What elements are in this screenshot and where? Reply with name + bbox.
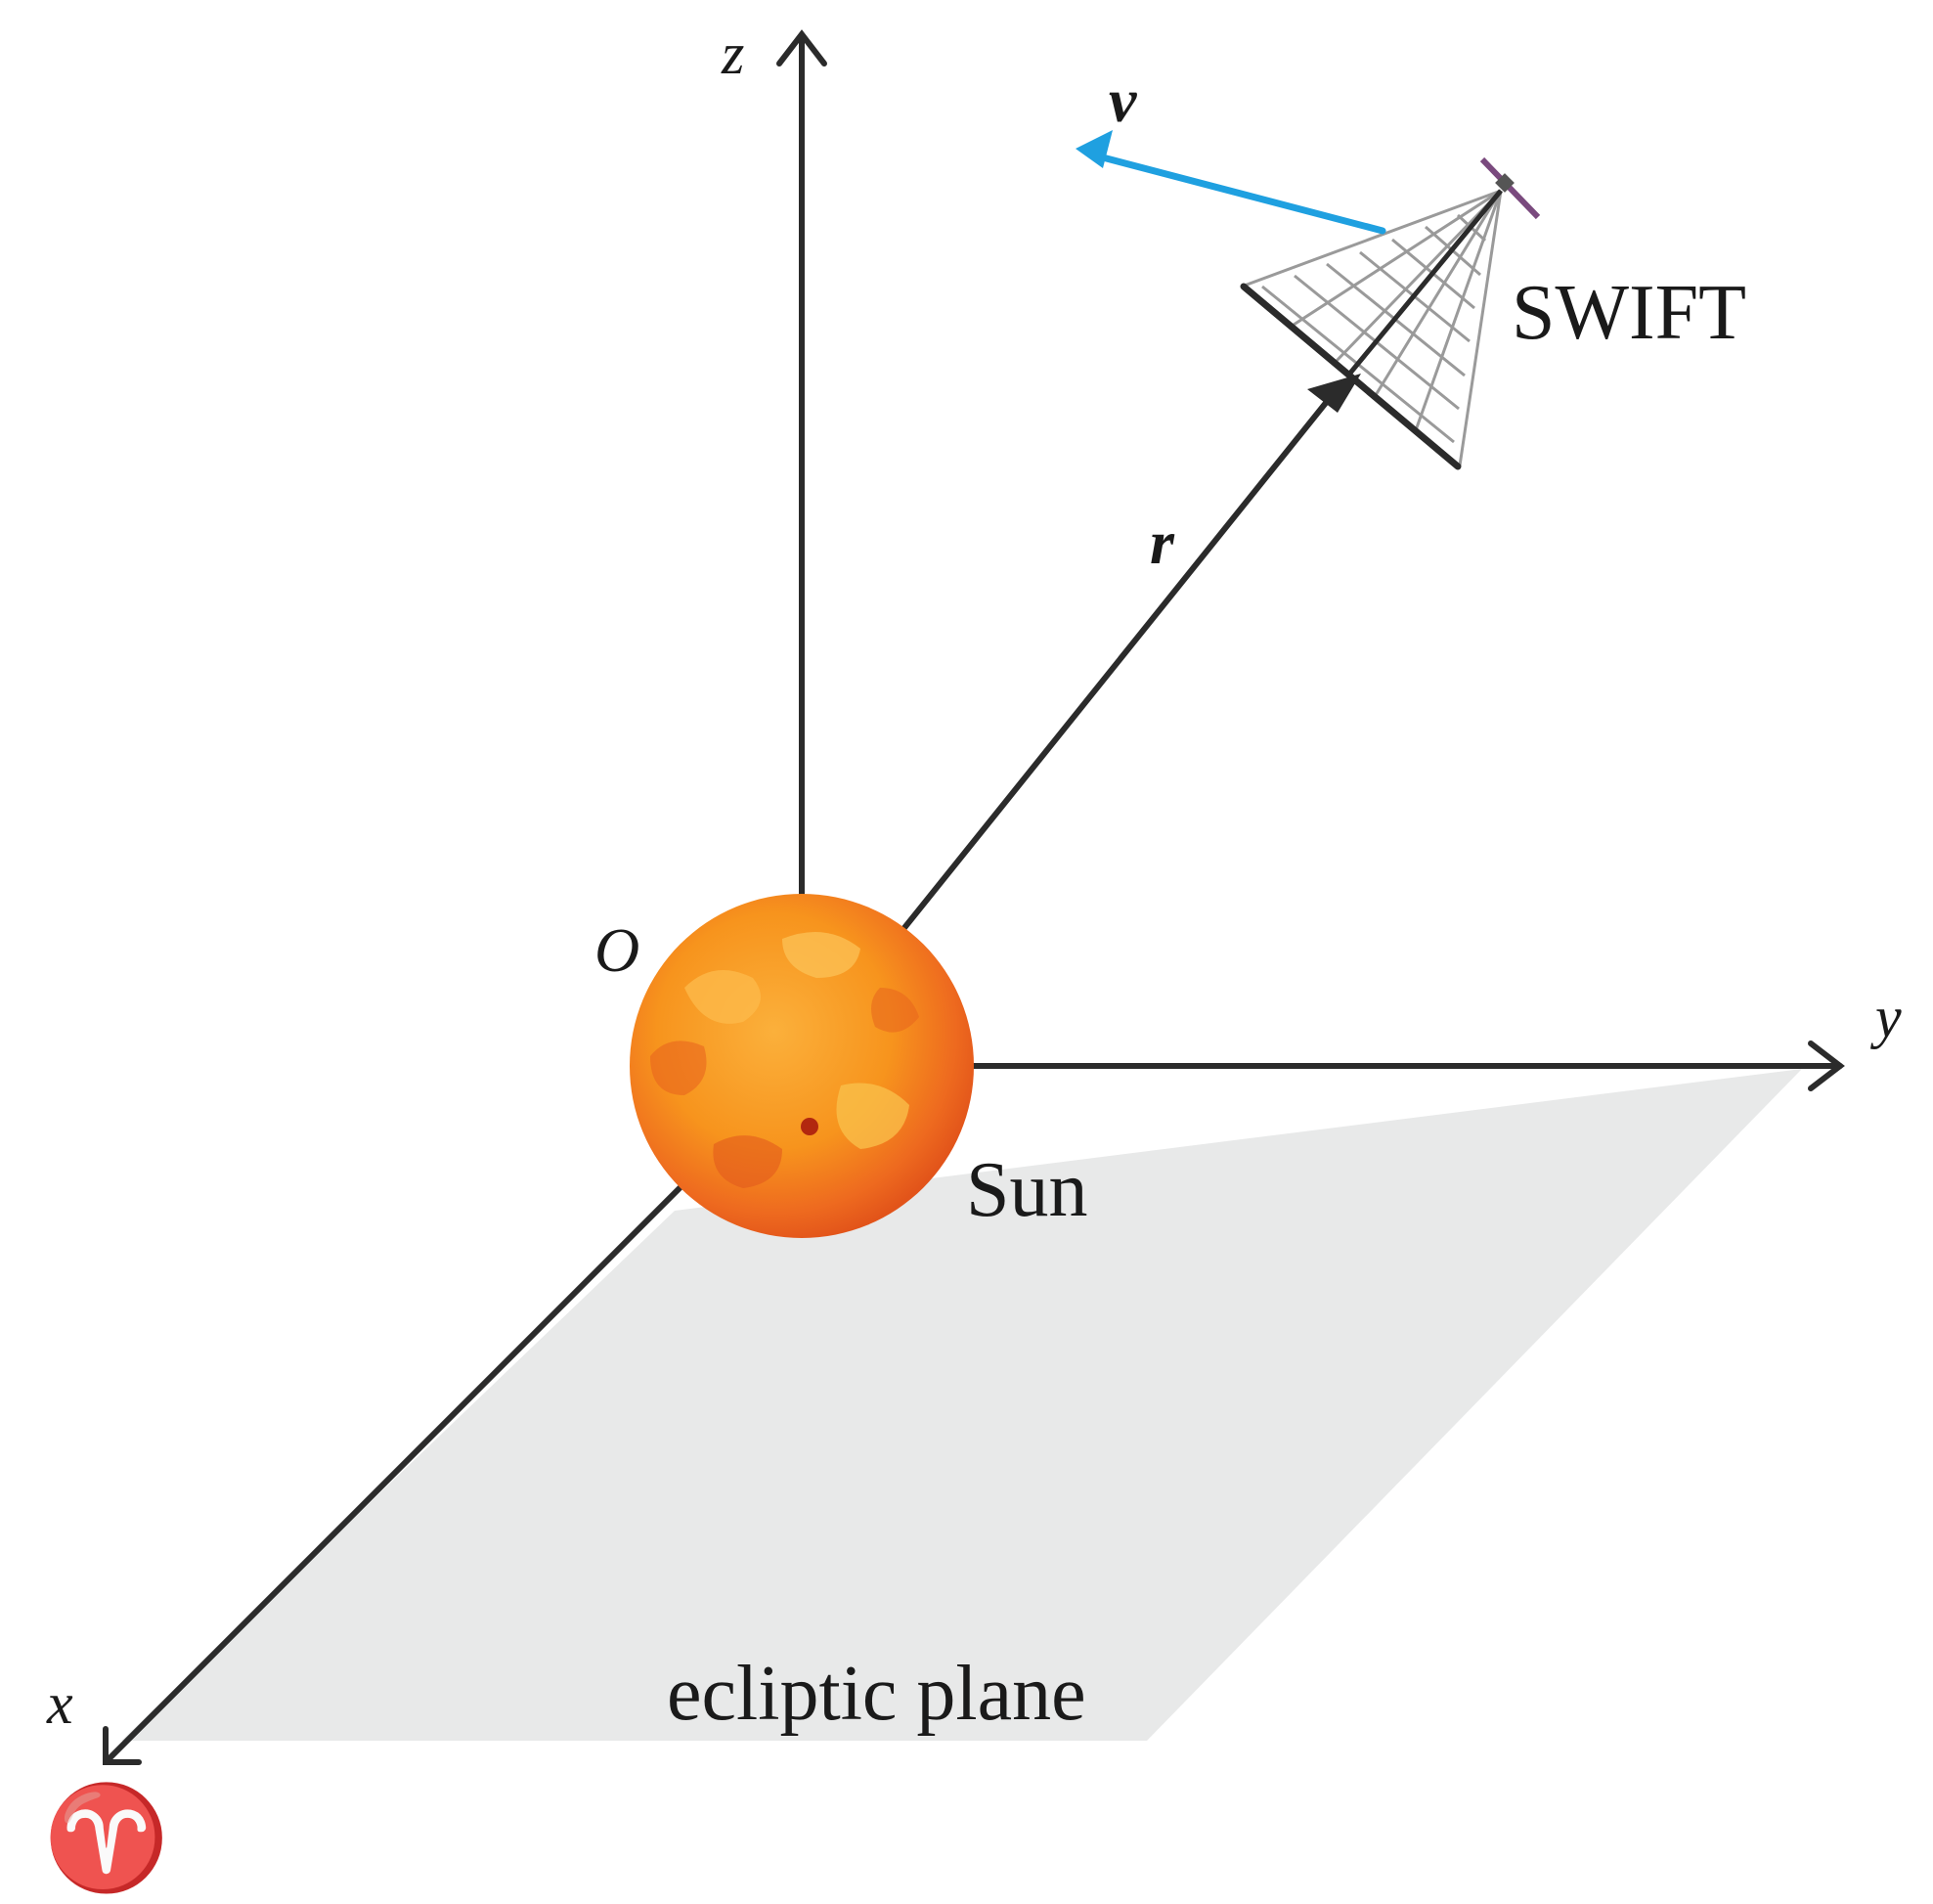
r-vector bbox=[901, 380, 1344, 932]
v-vector-arrowhead bbox=[1076, 130, 1113, 168]
sail-mesh-icon bbox=[1241, 189, 1503, 466]
z-axis-arrowhead bbox=[776, 29, 827, 66]
v-vector bbox=[1095, 153, 1386, 235]
y-axis-arrowhead bbox=[1808, 1041, 1845, 1091]
sun-sphere-icon bbox=[630, 894, 974, 1238]
ecliptic-plane bbox=[121, 1069, 1802, 1741]
y-axis-label: y bbox=[1869, 985, 1902, 1049]
ecliptic-plane-label: ecliptic plane bbox=[667, 1651, 1086, 1737]
sail-spine bbox=[1345, 189, 1503, 378]
r-vector-arrowhead bbox=[1307, 374, 1361, 413]
r-vector-label: r bbox=[1150, 508, 1175, 577]
sail-edge bbox=[1240, 283, 1462, 470]
v-vector-label: v bbox=[1109, 66, 1137, 135]
x-axis-arrowhead bbox=[103, 1726, 142, 1765]
sun-label: Sun bbox=[966, 1147, 1088, 1233]
origin-label: O bbox=[594, 915, 639, 985]
aries-symbol: ♈ bbox=[43, 1780, 170, 1895]
satellite-icon bbox=[1479, 156, 1541, 220]
x-axis-label: x bbox=[46, 1671, 73, 1736]
spacecraft-label: SWIFT bbox=[1512, 270, 1746, 356]
z-axis-label: z bbox=[721, 22, 744, 86]
